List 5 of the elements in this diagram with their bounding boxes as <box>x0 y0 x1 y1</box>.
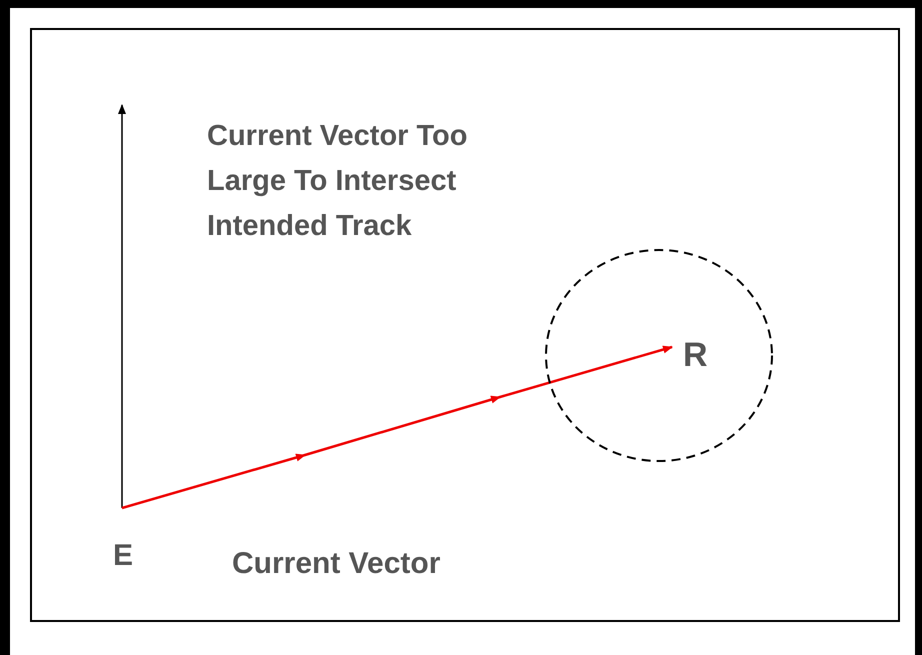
dashed-circle <box>545 249 773 462</box>
point-label: E <box>113 538 134 574</box>
note-text: Current Vector Too Large To Intersect Intended Track <box>207 119 468 244</box>
point-label: R <box>683 336 708 375</box>
vector-label: Current Vector <box>232 546 442 582</box>
